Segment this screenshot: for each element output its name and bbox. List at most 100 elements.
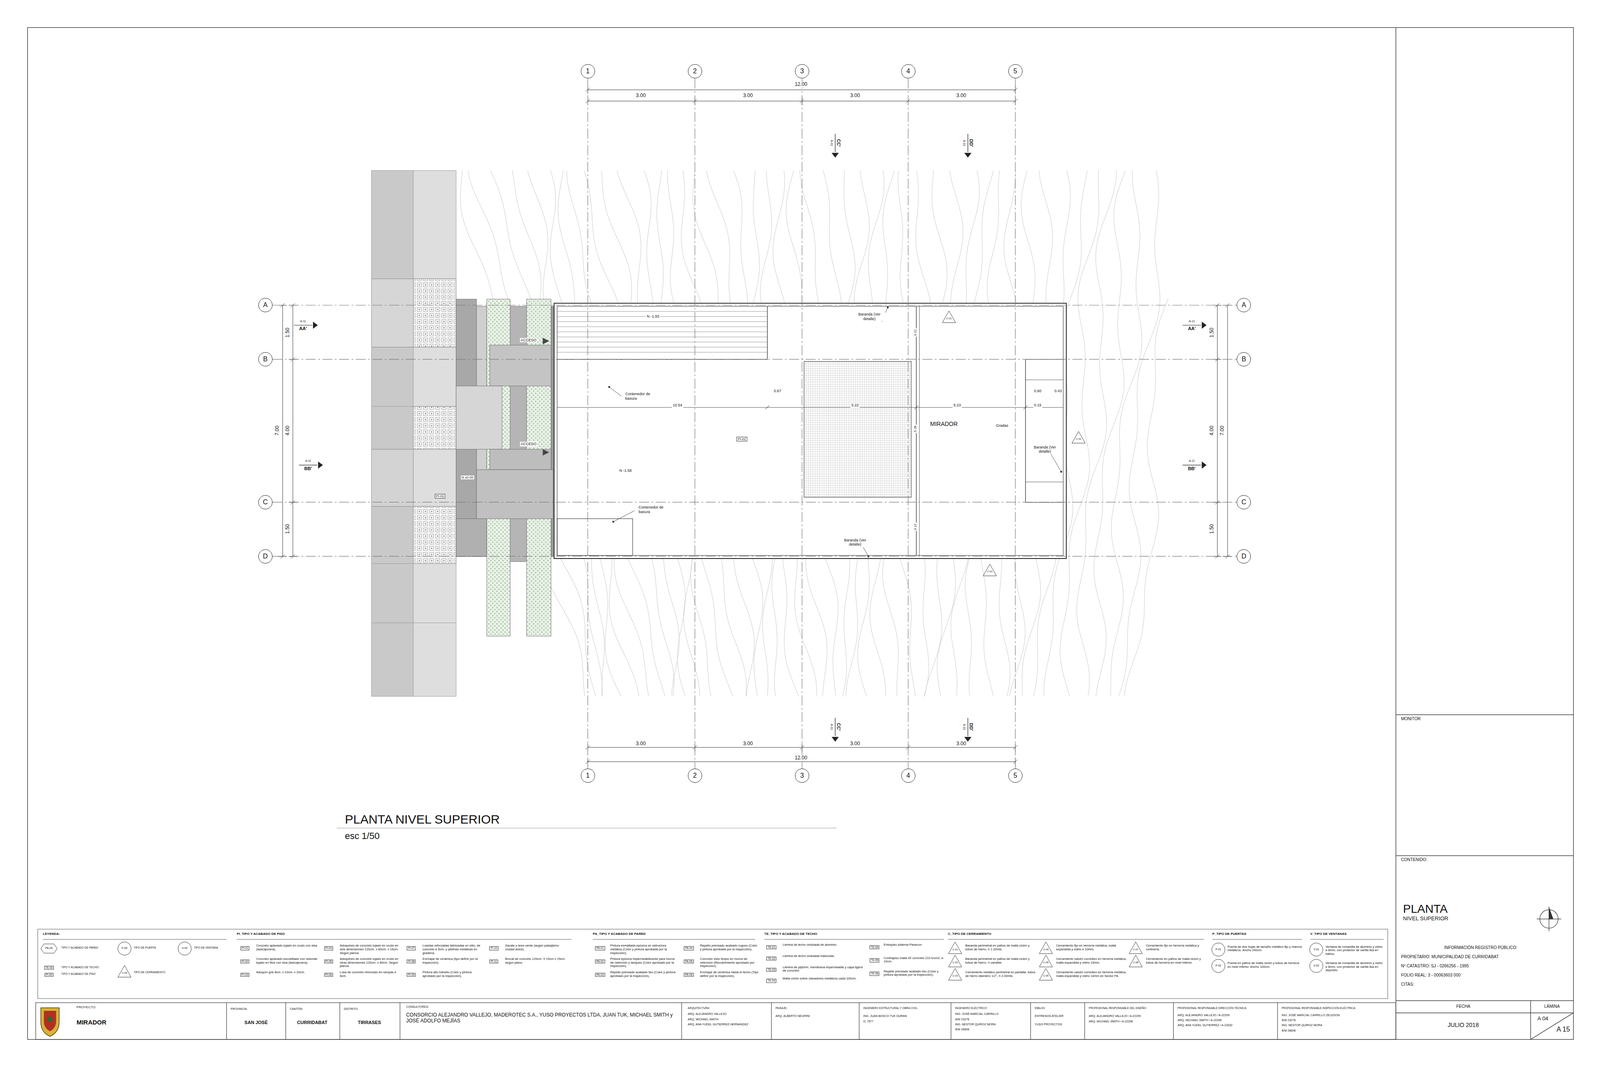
grid-axis-bubble: B (258, 352, 273, 367)
sheet-frame (1395, 1012, 1574, 1013)
grid-axis-bubble: A (258, 297, 273, 313)
sheet-frame (1530, 1012, 1574, 1040)
grid-axis-bubble: D (1236, 549, 1251, 564)
terrain-contour (1093, 170, 1128, 697)
code-symbol (1129, 941, 1143, 954)
grid-axis-bubble: 4 (901, 768, 916, 783)
platform-plan (554, 303, 1067, 559)
grid-axis-line (272, 555, 1238, 557)
terrain-contour (1076, 170, 1117, 697)
code-symbol (1309, 942, 1323, 956)
title-block-text: CONSORCIO ALEJANDRO VALLEJO, MADEROTEC S… (406, 1012, 680, 1024)
platform-plan (557, 326, 768, 327)
legend-table-text: Enchape de cerámica (tipo definir por la… (422, 957, 485, 965)
access-structure (456, 299, 558, 636)
plan-note: N -1.93 (646, 314, 661, 319)
leader-line (608, 306, 1063, 558)
legend-table-text: PI-11 (489, 959, 499, 963)
grid-axis-label: D (262, 552, 268, 560)
grid-axis-bubble: 1 (580, 768, 595, 783)
leader-line (609, 386, 622, 396)
plan-note: MIRADOR (930, 420, 958, 428)
legend-table-text: Ventana de romanilla de aluminio y vidri… (1325, 945, 1383, 956)
code-symbol (942, 310, 956, 323)
grid-axis-bubble: 1 (580, 64, 595, 79)
access-structure (490, 449, 552, 470)
legend-table-text: Pintura alto tránsito (Color y pintura a… (422, 970, 485, 978)
title-block-text: DISTRITO: (343, 1007, 358, 1011)
title-block-text: NIVEL SUPERIOR (1402, 915, 1449, 922)
platform-plan (557, 321, 768, 322)
terrain-contour (460, 170, 1169, 697)
title-block-text: Nº CATASTRO: SJ - 0266256 - 1995 (1400, 963, 1469, 969)
section-marker-text: A-11 (1188, 459, 1195, 463)
code-symbol (1039, 941, 1053, 954)
grid-axis-bubble: 3 (795, 768, 810, 783)
code-symbol (1129, 955, 1143, 967)
platform-plan (557, 346, 768, 348)
leader-line (863, 547, 869, 557)
legend-table-text: Lámina de techo ondulada de aluminio. (782, 942, 865, 947)
dimension-text: 3.00 (955, 92, 967, 99)
title-strip (681, 1002, 682, 1040)
dimension-text: 3.00 (742, 92, 754, 99)
section-marker (313, 322, 318, 329)
title-strip (858, 1002, 860, 1040)
grid-axis-label: B (262, 355, 268, 363)
leader-line (1050, 454, 1061, 472)
legend-frame (764, 938, 944, 940)
title-block-text: INFORMACIÓN REGISTRO PÚBLICO: (1444, 945, 1518, 950)
legend-table-text: Pintura esmaltada epóxica en estructura … (610, 943, 677, 955)
grid-axis-line (272, 305, 1238, 306)
grid-axis-label: D (1241, 552, 1247, 560)
plan-note: ACCESO (520, 441, 538, 446)
platform-plan (557, 407, 1064, 408)
legend-table-text: C-05 (1043, 960, 1049, 964)
legend-table-text: PA_TIPO Y ACABADO DE PARED (592, 931, 646, 936)
legend-frame (37, 928, 1388, 999)
legend-table-text: TE-01 (766, 945, 777, 949)
grid-axis-bubble: 5 (1008, 768, 1023, 783)
leader-line (613, 510, 635, 522)
title-block-text: INGENIERO ELÉCTRICO: (955, 1006, 988, 1010)
title-block-text: CITAS: (1400, 981, 1414, 987)
title-block-text: CANTÓN: (290, 1007, 304, 1011)
platform-plan (557, 352, 768, 353)
title-block-text: ARQ. MICHAEL SMITH / A-22298 (1177, 1018, 1222, 1022)
legend-entry: TIPO Y ACABADO DE TECHO: (61, 965, 100, 969)
legend-table-text: Cerramiento fijo en herrería metálica, m… (1056, 943, 1128, 951)
section-marker (1182, 464, 1201, 465)
grid-axis-label: 2 (692, 772, 697, 779)
legend-table-text: Baranda perimetral en paños de malla cic… (965, 957, 1037, 965)
plan-note: Gradas (995, 423, 1010, 428)
section-marker (318, 462, 323, 469)
title-block-text: PROYECTO: (76, 1005, 97, 1009)
legend-table-text: PI-06 (324, 972, 334, 977)
municipal-logo (40, 1007, 60, 1037)
access-structure (542, 449, 550, 456)
legend-table-text: Concreto aplanado escobillado con redond… (256, 957, 319, 965)
platform-plan (919, 306, 920, 556)
code-symbol (117, 965, 132, 977)
legend-frame (1310, 938, 1384, 940)
legend-table-text: Cerramiento vaivén corredizo en herrería… (1056, 957, 1128, 965)
plan-note: 0.67 (772, 388, 783, 393)
grid-axis-line (694, 78, 695, 769)
leader-line (608, 385, 610, 388)
legend-table-text: V-00 (182, 946, 188, 950)
title-block-text: ARQ. ALBERTO NEGRINI (775, 1014, 810, 1018)
legend-table-text: Puerta de dos hojas de tamaño metálico f… (1227, 945, 1303, 953)
street-paving (371, 406, 456, 407)
legend-table-text: V_TIPO DE VENTANAS (1310, 931, 1347, 936)
legend-entry: TIPO Y ACABADO DE PARED (61, 945, 99, 949)
code-symbol (948, 941, 962, 954)
code-symbol (948, 955, 962, 967)
section-marker-text: A-11 (300, 319, 306, 323)
title-block-text: A 15 (1556, 1025, 1570, 1033)
section-marker (832, 152, 839, 158)
legend-table-text: TE-04 (869, 945, 880, 949)
grid-axis-label: C (262, 498, 268, 506)
